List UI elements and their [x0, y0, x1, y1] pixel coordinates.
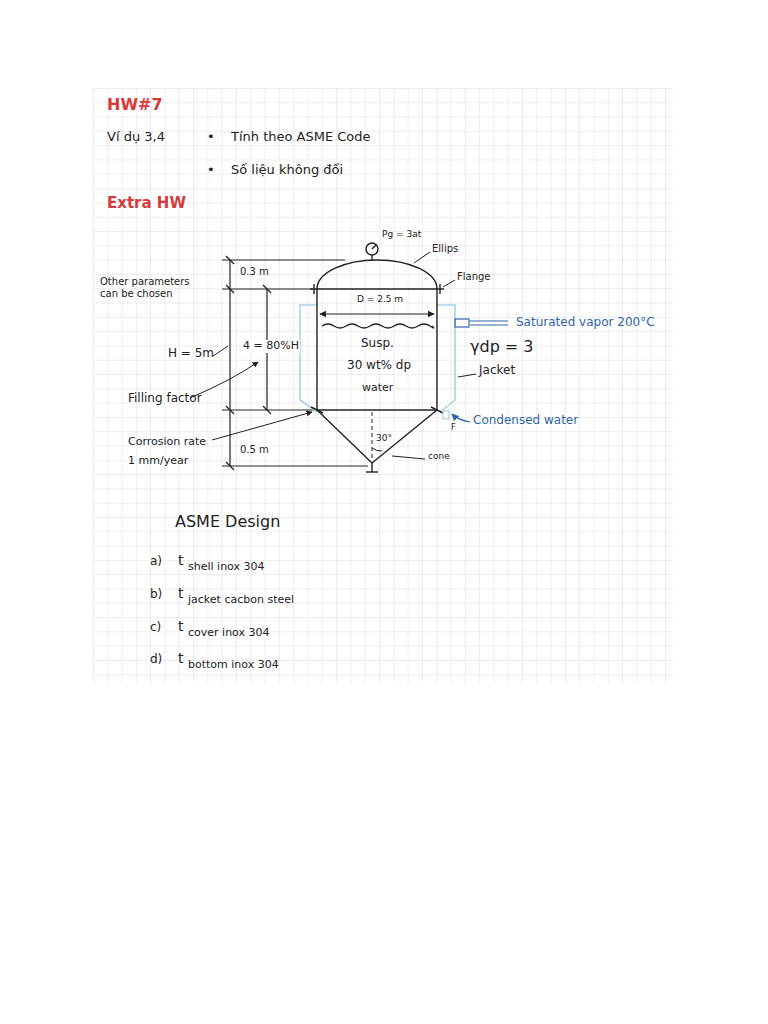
point-label: F [451, 423, 456, 432]
bullet: • [207, 130, 215, 145]
heading: Extra HW [107, 195, 186, 212]
bullet: • [207, 163, 215, 178]
item-letter: c) [150, 621, 161, 635]
dimension: 0.3 m [240, 266, 269, 278]
item-text: jacket cacbon steel [188, 594, 294, 607]
dimension: H = 5m [168, 347, 214, 361]
part-label: Ellips [432, 243, 458, 255]
jacket [300, 305, 455, 412]
symbol: t [178, 618, 184, 634]
part-label: Jacket [479, 364, 515, 378]
cone-marks [372, 412, 425, 460]
note: Filling factor [128, 392, 202, 406]
leader-lines [190, 252, 476, 440]
item-letter: d) [150, 653, 162, 667]
property-label: γdp = 3 [470, 338, 534, 356]
content-label: 30 wt% dp [347, 359, 411, 373]
note: Corrosion rate [128, 436, 206, 449]
item-text: bottom inox 304 [188, 659, 279, 672]
content-label: Susp. [361, 337, 394, 351]
angle-label: 30° [376, 433, 392, 443]
item-text: cover inox 304 [188, 627, 270, 640]
bullet-text: Tính theo ASME Code [231, 130, 371, 145]
example-ref: Ví dụ 3,4 [107, 130, 165, 145]
item-letter: b) [150, 588, 162, 602]
content-label: water [362, 382, 393, 395]
graph-paper [93, 88, 673, 684]
note: 1 mm/year [128, 455, 188, 468]
dimension: 0.5 m [240, 444, 269, 456]
heading: HW#7 [107, 96, 163, 114]
steam-label: Saturated vapor 200°C [516, 316, 655, 330]
dimension: 4 = 80%H [242, 340, 300, 353]
part-label: Flange [457, 271, 491, 283]
gauge-label: Pg = 3at [382, 229, 421, 239]
section-heading: ASME Design [175, 513, 280, 531]
condensate-label: Condensed water [473, 414, 578, 428]
item-letter: a) [150, 555, 162, 569]
symbol: t [178, 650, 184, 666]
symbol: t [178, 585, 184, 601]
symbol: t [178, 552, 184, 568]
vessel-outline [310, 243, 444, 472]
item-text: shell inox 304 [188, 561, 265, 574]
dimension: D = 2.5 m [357, 294, 403, 304]
note: Other parameters can be chosen [100, 276, 206, 299]
part-label: cone [428, 451, 450, 461]
bullet-text: Số liệu không đổi [231, 163, 343, 178]
